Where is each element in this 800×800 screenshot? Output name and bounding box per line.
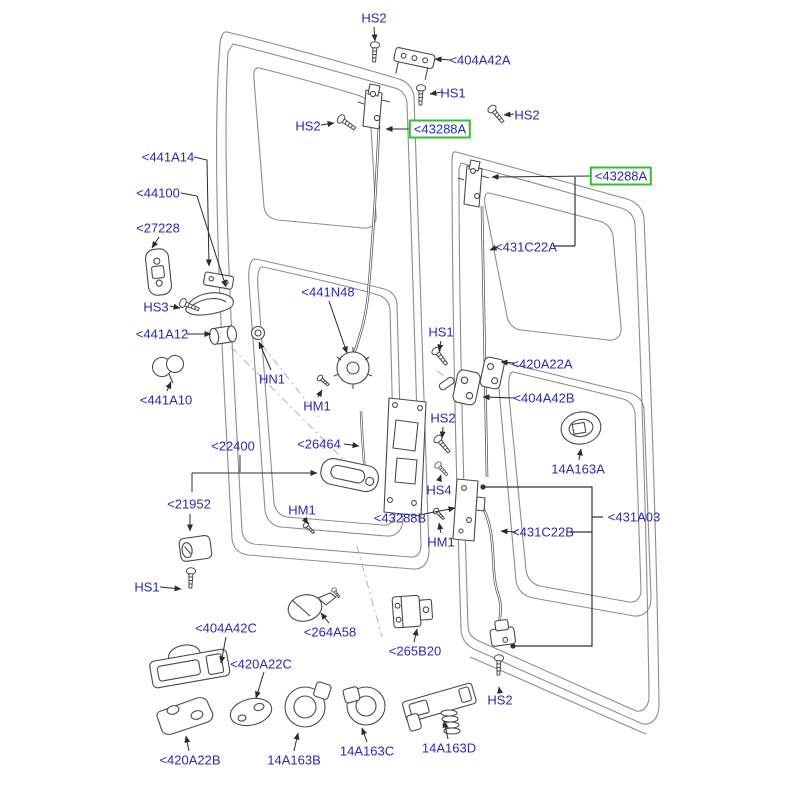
part-label-43288A-left[interactable]: <43288A <box>408 119 472 139</box>
part-label-22400[interactable]: <22400 <box>211 438 255 454</box>
part-label-hs2-bottom: HS2 <box>487 692 513 708</box>
part-label-hs2-upper-left: HS2 <box>295 118 321 134</box>
part-label-hm1-left: HM1 <box>288 502 316 518</box>
part-label-hs1-mid: HS1 <box>428 324 454 340</box>
part-label-14A163B: 14A163B <box>267 752 321 768</box>
part-striker-27228 <box>145 248 173 296</box>
part-clip-14A163C <box>342 686 386 726</box>
part-label-43288A-right[interactable]: <43288A <box>589 166 653 186</box>
part-knob-264A58 <box>287 592 337 622</box>
part-hinge-420A22A <box>479 356 505 390</box>
part-label-441A10[interactable]: <441A10 <box>139 392 193 408</box>
part-latch-43288B <box>452 478 486 542</box>
part-plate-420A22B <box>156 697 214 735</box>
part-bushing-441A12 <box>208 325 238 345</box>
part-label-404A42C[interactable]: <404A42C <box>195 620 257 636</box>
part-label-264A58[interactable]: <264A58 <box>303 624 357 640</box>
part-label-431C22A[interactable]: <431C22A <box>495 239 557 255</box>
door-right-outline <box>451 151 660 735</box>
part-label-21952[interactable]: <21952 <box>167 496 211 512</box>
part-label-14A163A: 14A163A <box>551 461 605 477</box>
part-label-hm1-right: HM1 <box>427 534 455 550</box>
part-label-hs2-mid: HS2 <box>430 410 456 426</box>
part-handle-exterior-22400 <box>320 458 380 493</box>
part-bracket-265B20 <box>391 594 434 629</box>
part-rod-431C22A <box>480 205 489 478</box>
part-lock-cylinder-21952 <box>178 534 213 562</box>
part-gasket-420A22C <box>229 697 273 727</box>
part-latch-bottom-right <box>489 619 517 647</box>
part-clip-14A163B <box>284 681 332 728</box>
part-latch-assembly-center <box>383 397 427 517</box>
part-label-14A163D: 14A163D <box>421 740 477 756</box>
part-label-hs2-upper-right: HS2 <box>514 107 540 123</box>
part-hinge-404A42B <box>438 369 481 406</box>
part-label-431C22B[interactable]: <431C22B <box>512 524 574 540</box>
part-label-441A12[interactable]: <441A12 <box>135 326 189 342</box>
part-label-hm1-center: HM1 <box>303 398 331 414</box>
part-latch-gear-441N48 <box>333 347 373 389</box>
part-label-420A22A[interactable]: <420A22A <box>511 356 573 372</box>
part-label-hn1: HN1 <box>258 371 286 387</box>
part-label-hs3: HS3 <box>143 299 169 315</box>
part-bracket-404A42A <box>393 47 436 80</box>
part-label-hs1-top: HS1 <box>440 85 466 101</box>
part-label-431A03[interactable]: <431A03 <box>607 509 661 525</box>
part-rod-left <box>350 125 381 362</box>
part-nut-hn1 <box>250 325 266 341</box>
part-label-hs4: HS4 <box>426 482 452 498</box>
part-label-441A14[interactable]: <441A14 <box>141 149 195 165</box>
part-label-27228[interactable]: <27228 <box>136 220 180 236</box>
part-label-265B20[interactable]: <265B20 <box>388 643 442 659</box>
leader-lines <box>151 26 603 752</box>
part-bezel-14A163A <box>560 411 602 445</box>
part-label-420A22B[interactable]: <420A22B <box>159 752 221 768</box>
part-bumper-441A10 <box>151 354 185 384</box>
part-label-404A42A[interactable]: <404A42A <box>449 52 511 68</box>
zone-bracket-431A03 <box>480 177 603 649</box>
part-latch-upper-right <box>457 159 490 208</box>
door-left-outline <box>215 31 430 570</box>
part-bracket-14A163D <box>401 682 477 735</box>
part-label-441N48[interactable]: <441N48 <box>301 284 355 300</box>
part-label-43288B[interactable]: <43288B <box>373 510 427 526</box>
part-label-hs2-top: HS2 <box>361 10 387 26</box>
part-label-420A22C[interactable]: <420A22C <box>230 656 292 672</box>
part-label-14A163C: 14A163C <box>339 743 395 759</box>
part-label-hs1-bottom: HS1 <box>134 579 160 595</box>
part-label-404A42B[interactable]: <404A42B <box>513 390 575 406</box>
part-latch-upper-left <box>357 83 391 130</box>
part-label-44100[interactable]: <44100 <box>136 185 180 201</box>
part-label-26464[interactable]: <26464 <box>297 436 341 452</box>
